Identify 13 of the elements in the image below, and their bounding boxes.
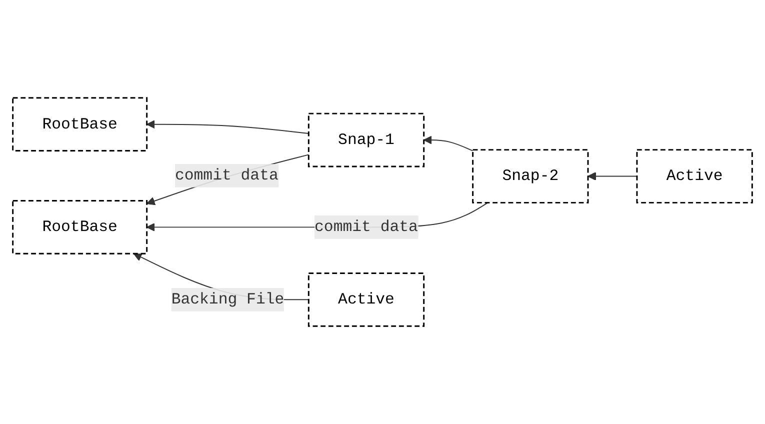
arrow — [146, 154, 310, 206]
node-box: Snap-1 — [308, 112, 425, 168]
arrow — [146, 120, 310, 134]
node-box: Active — [308, 272, 425, 327]
edge-label: commit data — [314, 218, 418, 236]
arrow — [423, 136, 474, 152]
node-box: RootBase — [12, 200, 148, 254]
edge-label: commit data — [174, 166, 278, 184]
node-box: Active — [636, 149, 753, 204]
node-box: RootBase — [12, 97, 148, 152]
edge-label: Backing File — [171, 290, 284, 308]
arrow — [588, 172, 638, 181]
node-box: Snap-2 — [472, 149, 589, 204]
